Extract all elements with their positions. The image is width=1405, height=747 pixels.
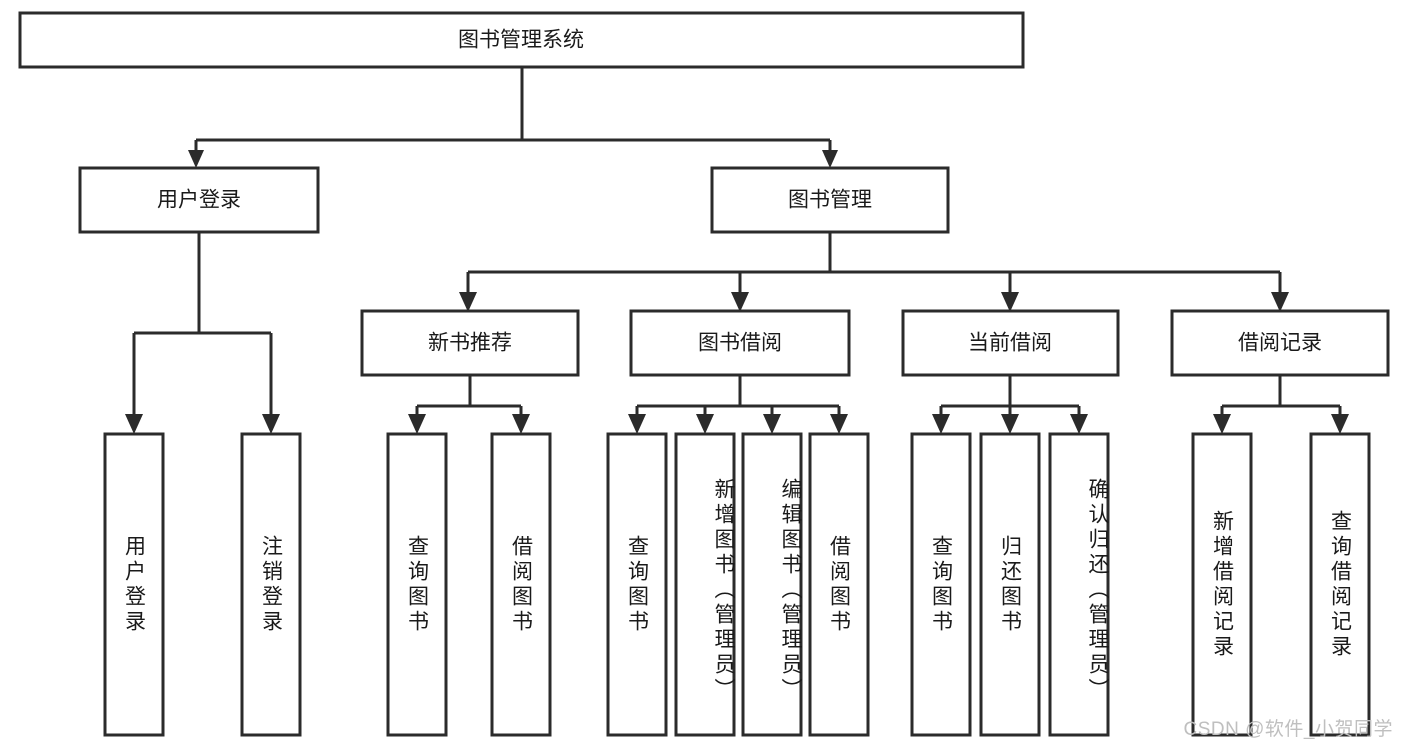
leaf-node-return-book-box[interactable] <box>979 432 1041 737</box>
node-book-management-label: 图书管理 <box>788 189 872 212</box>
arrow-borrow-leaf-2 <box>696 414 714 434</box>
arrow-borrow-leaf-4 <box>830 414 848 434</box>
node-current-borrow[interactable]: 当前借阅 <box>901 309 1120 377</box>
leaf-node-query-book-3[interactable] <box>910 432 972 737</box>
arrow-to-new-book <box>459 292 477 312</box>
arrow-to-borrow <box>731 292 749 312</box>
node-book-management[interactable]: 图书管理 <box>710 166 950 234</box>
arrow-to-book-mgmt <box>822 150 838 168</box>
leaf-node-return-book[interactable] <box>979 432 1041 737</box>
node-new-book-recommend-box[interactable] <box>360 309 580 377</box>
node-book-borrow[interactable]: 图书借阅 <box>629 309 851 377</box>
node-book-management-box[interactable] <box>710 166 950 234</box>
leaf-label-borrow-book-2: 借阅图书 <box>827 534 851 635</box>
leaf-node-query-book-2-box[interactable] <box>606 432 668 737</box>
leaf-label-edit-book: 编辑图书（管理员） <box>779 478 802 703</box>
leaf-node-borrow-book-1[interactable] <box>490 432 552 737</box>
leaf-label-borrow-book-1: 借阅图书 <box>509 534 533 635</box>
leaf-label-query-book-3: 查询图书 <box>929 534 953 635</box>
leaf-label-add-book: 新增图书（管理员） <box>712 478 735 703</box>
node-user-login-label: 用户登录 <box>157 189 241 212</box>
leaf-label-query-book-1: 查询图书 <box>405 534 429 635</box>
node-borrow-record-label: 借阅记录 <box>1238 332 1322 355</box>
leaf-node-confirm-return[interactable] <box>1048 432 1110 737</box>
leaf-node-add-book[interactable] <box>674 432 736 737</box>
node-current-borrow-box[interactable] <box>901 309 1120 377</box>
node-borrow-record-box[interactable] <box>1170 309 1390 377</box>
arrow-current-leaf-2 <box>1001 414 1019 434</box>
arrow-to-leaf-logout <box>262 414 280 434</box>
node-new-book-recommend[interactable]: 新书推荐 <box>360 309 580 377</box>
arrow-record-leaf-2 <box>1331 414 1349 434</box>
leaf-label-query-record: 查询借阅记录 <box>1328 509 1352 660</box>
leaf-node-borrow-book-1-box[interactable] <box>490 432 552 737</box>
leaf-label-confirm-return: 确认归还（管理员） <box>1086 478 1109 703</box>
node-root[interactable]: 图书管理系统 <box>18 11 1025 69</box>
leaf-node-query-book-1[interactable] <box>386 432 448 737</box>
node-borrow-record[interactable]: 借阅记录 <box>1170 309 1390 377</box>
leaf-node-query-book-1-box[interactable] <box>386 432 448 737</box>
leaf-node-add-record[interactable] <box>1191 432 1253 737</box>
leaf-node-user-login-box[interactable] <box>103 432 165 737</box>
leaf-node-query-record[interactable] <box>1309 432 1371 737</box>
node-user-login[interactable]: 用户登录 <box>78 166 320 234</box>
arrow-borrow-leaf-1 <box>628 414 646 434</box>
leaf-label-query-book-2: 查询图书 <box>625 534 649 635</box>
leaf-node-confirm-return-box[interactable] <box>1048 432 1110 737</box>
leaf-label-logout: 注销登录 <box>259 534 283 635</box>
leaf-node-borrow-book-2[interactable] <box>808 432 870 737</box>
arrow-to-leaf-user-login <box>125 414 143 434</box>
leaf-label-add-record: 新增借阅记录 <box>1210 509 1234 660</box>
leaf-node-logout-box[interactable] <box>240 432 302 737</box>
node-book-borrow-label: 图书借阅 <box>698 332 782 355</box>
leaf-node-query-record-box[interactable] <box>1309 432 1371 737</box>
node-current-borrow-label: 当前借阅 <box>968 332 1052 355</box>
connectors <box>125 67 1349 434</box>
node-user-login-box[interactable] <box>78 166 320 234</box>
arrow-to-record <box>1271 292 1289 312</box>
arrow-current-leaf-3 <box>1070 414 1088 434</box>
leaf-node-logout[interactable] <box>240 432 302 737</box>
node-book-borrow-box[interactable] <box>629 309 851 377</box>
arrow-newbook-leaf-1 <box>408 414 426 434</box>
leaf-node-edit-book[interactable] <box>741 432 803 737</box>
leaf-node-query-book-3-box[interactable] <box>910 432 972 737</box>
node-new-book-recommend-label: 新书推荐 <box>428 332 512 355</box>
leaf-node-user-login[interactable] <box>103 432 165 737</box>
arrow-to-user-login <box>188 150 204 168</box>
arrow-to-current <box>1001 292 1019 312</box>
leaf-node-add-record-box[interactable] <box>1191 432 1253 737</box>
node-root-label: 图书管理系统 <box>458 29 584 52</box>
node-root-box[interactable] <box>18 11 1025 69</box>
arrow-borrow-leaf-3 <box>763 414 781 434</box>
arrow-current-leaf-1 <box>932 414 950 434</box>
arrow-record-leaf-1 <box>1213 414 1231 434</box>
arrow-newbook-leaf-2 <box>512 414 530 434</box>
leaf-label-return-book: 归还图书 <box>998 534 1022 635</box>
leaf-label-user-login: 用户登录 <box>122 534 146 635</box>
leaf-node-add-book-box[interactable] <box>674 432 736 737</box>
leaf-node-query-book-2[interactable] <box>606 432 668 737</box>
leaf-node-edit-book-box[interactable] <box>741 432 803 737</box>
leaf-node-borrow-book-2-box[interactable] <box>808 432 870 737</box>
